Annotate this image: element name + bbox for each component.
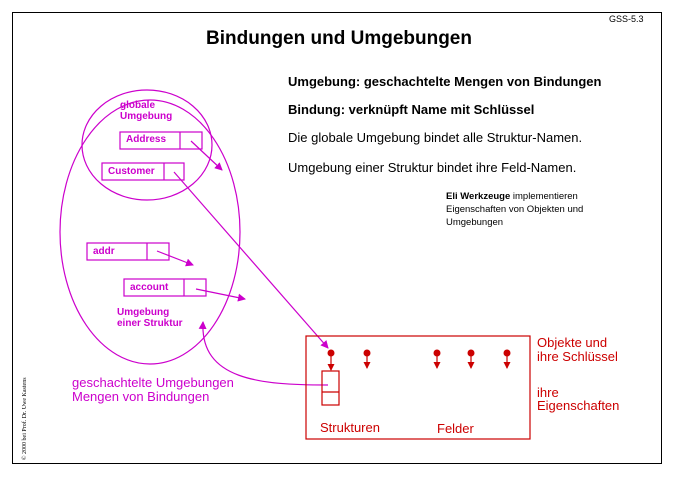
struct-env-label-line1: Umgebung	[117, 307, 170, 318]
nested-env-label-line2: Mengen von Bindungen	[72, 389, 210, 404]
address-binding-box	[119, 131, 203, 150]
struct-env-label-line2: einer Struktur	[117, 318, 183, 329]
account-binding-box	[123, 278, 207, 297]
customer-arrow	[173, 171, 329, 349]
account-label: account	[130, 282, 169, 293]
properties-label-line2: Eigenschaften	[537, 398, 620, 413]
statement-global: Die globale Umgebung bindet alle Struktu…	[288, 130, 583, 145]
felder-label: Felder	[437, 421, 474, 436]
global-env-label-line2: Umgebung	[120, 111, 173, 122]
nested-env-curve-arrow	[198, 321, 329, 386]
strukturen-label: Strukturen	[320, 420, 380, 435]
account-arrow	[195, 288, 246, 302]
objects-label-line1: Objekte und	[537, 335, 608, 350]
tool-note-bold: Eli Werkzeuge	[446, 191, 511, 202]
properties-label-line1: ihre	[537, 385, 559, 400]
key-field-1	[433, 349, 441, 369]
global-env-label-line1: globale	[120, 100, 156, 111]
page-id: GSS-5.3	[609, 14, 644, 24]
address-arrow	[190, 140, 223, 171]
global-environment-ellipse	[81, 89, 213, 201]
objects-box	[305, 335, 531, 440]
key-field-3	[503, 349, 511, 369]
property-box	[321, 370, 340, 406]
slide-frame	[12, 12, 662, 464]
statement-struct: Umgebung einer Struktur bindet ihre Feld…	[288, 160, 577, 175]
objects-label-line2: ihre Schlüssel	[537, 349, 618, 364]
tool-note-text: implementieren Eigenschaften von Objekte…	[446, 191, 584, 228]
copyright-notice: © 2000 bei Prof. Dr. Uwe Kastens	[22, 377, 28, 460]
key-structure	[327, 349, 335, 371]
addr-label: addr	[93, 246, 115, 257]
page-title: Bindungen und Umgebungen	[206, 28, 472, 49]
customer-binding-box	[101, 162, 185, 181]
addr-arrow	[156, 250, 194, 267]
key-object-2	[363, 349, 371, 369]
nested-env-label-line1: geschachtelte Umgebungen	[72, 375, 234, 390]
customer-label: Customer	[108, 166, 155, 177]
definition-umgebung: Umgebung: geschachtelte Mengen von Bindu…	[288, 74, 602, 89]
tool-note: Eli Werkzeuge implementieren Eigenschaft…	[446, 190, 626, 229]
address-label: Address	[126, 134, 167, 145]
outer-environment-ellipse	[59, 99, 241, 365]
key-field-2	[467, 349, 475, 369]
definition-bindung: Bindung: verknüpft Name mit Schlüssel	[288, 102, 535, 117]
addr-binding-box	[86, 242, 170, 261]
